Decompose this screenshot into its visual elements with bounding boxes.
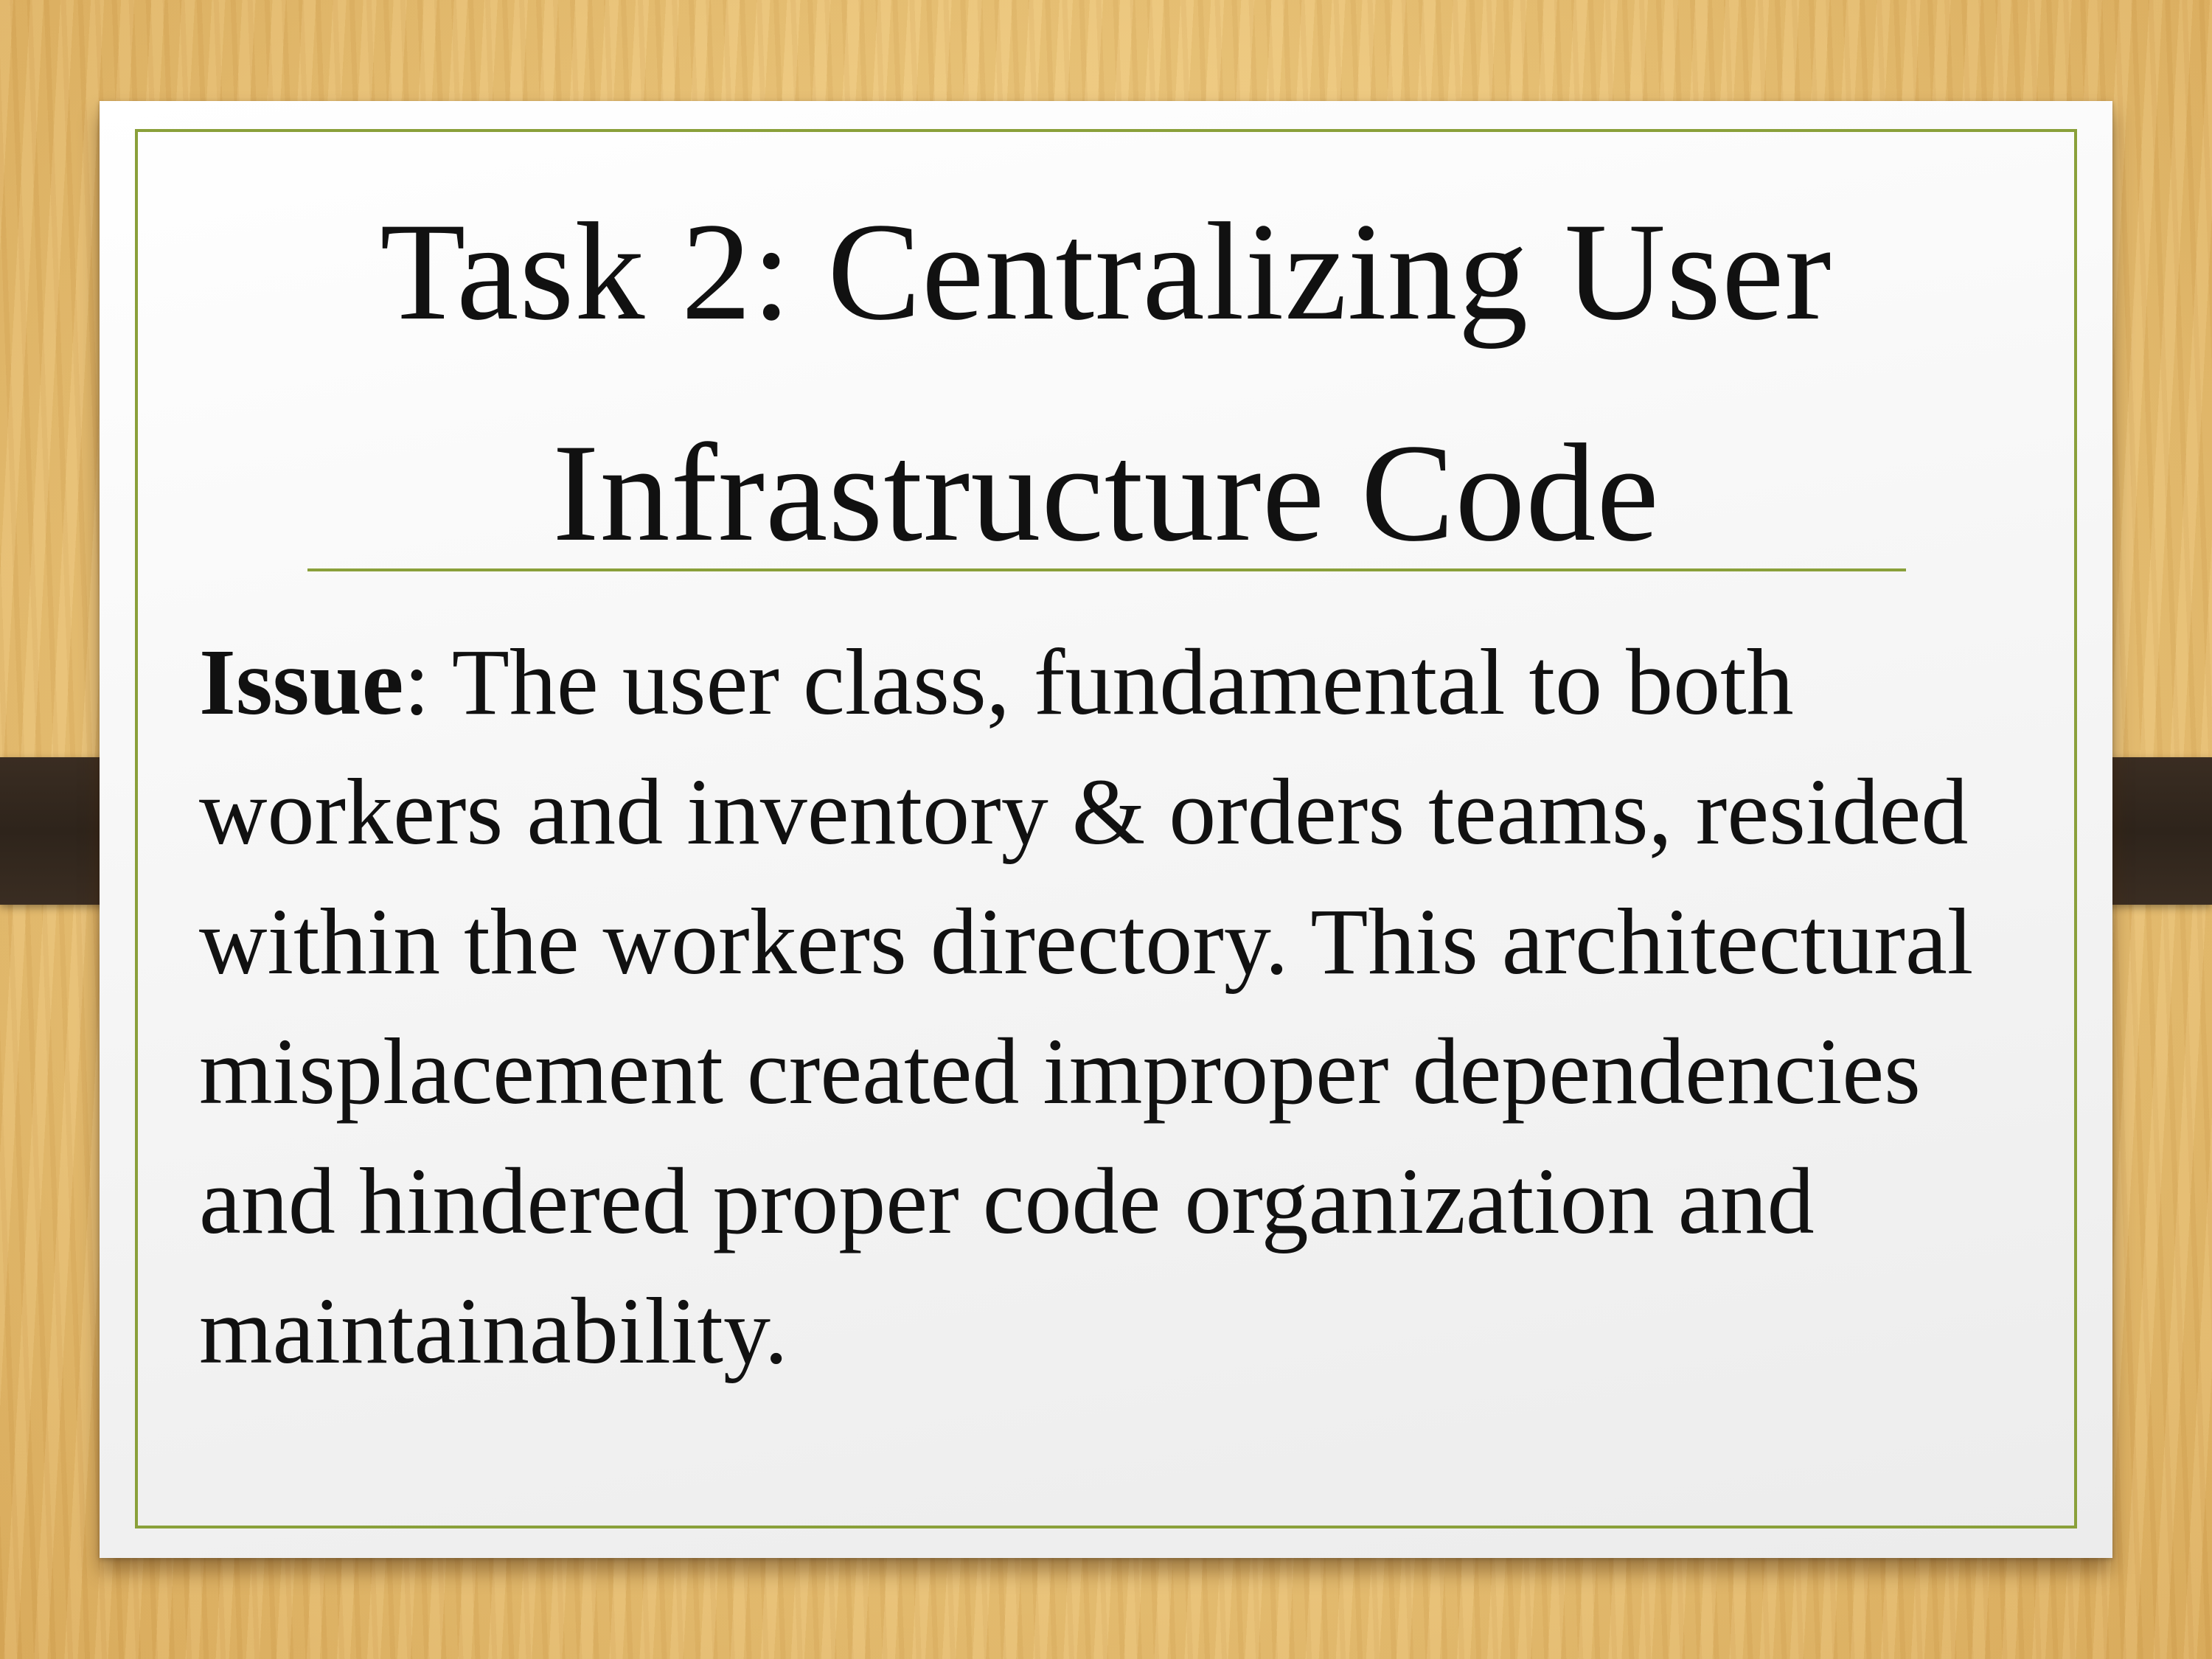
issue-label: Issue: [199, 630, 404, 734]
issue-separator: :: [403, 630, 430, 734]
slide-title-line-1: Task 2: Centralizing User: [380, 195, 1832, 349]
slide-title: Task 2: Centralizing User Infrastructure…: [181, 161, 2031, 604]
issue-text: The user class, fundamental to both work…: [199, 630, 1974, 1383]
slide-title-line-2: Infrastructure Code: [552, 416, 1660, 571]
slide-card: Task 2: Centralizing User Infrastructure…: [100, 101, 2112, 1558]
issue-paragraph: Issue: The user class, fundamental to bo…: [199, 617, 2057, 1396]
title-divider: [307, 568, 1906, 571]
slide-inner-border: [135, 129, 2077, 1528]
